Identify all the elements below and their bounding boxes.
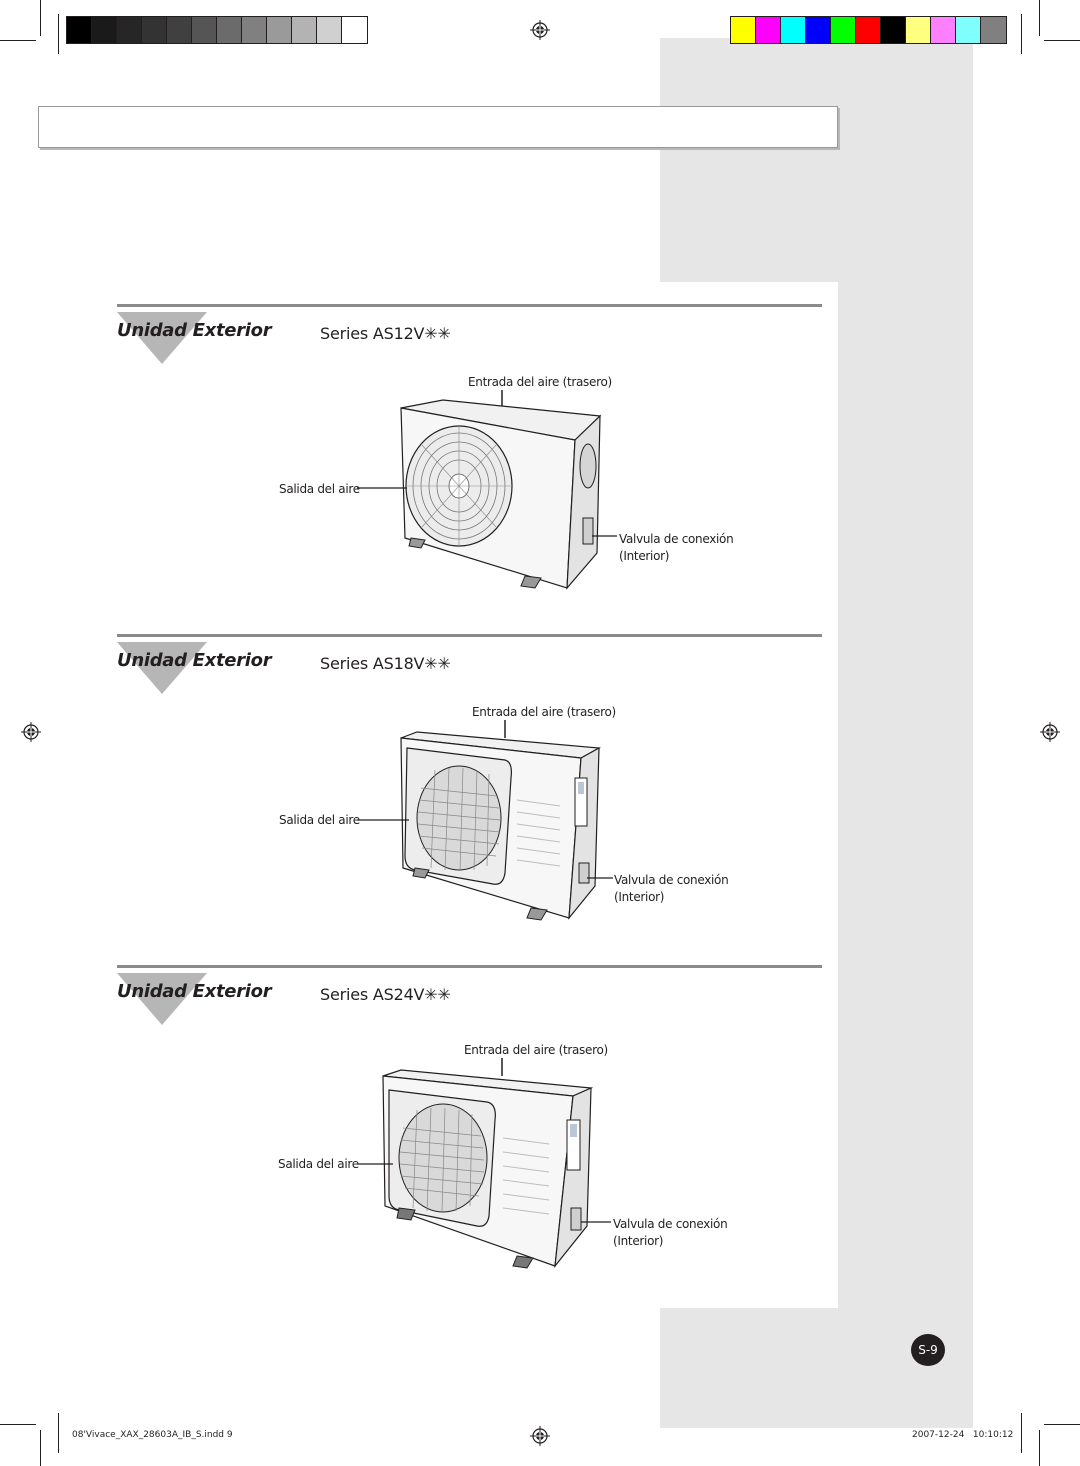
header-box (38, 106, 838, 148)
section-title: Unidad Exterior (117, 981, 272, 1002)
crop-mark-icon (1021, 1413, 1022, 1453)
calibration-swatch (192, 17, 217, 43)
series-label: Series AS18V✳✳ (320, 654, 451, 673)
valve-label: Valvula de conexión (Interior) (614, 873, 729, 904)
gray-calibration-bar (66, 16, 368, 44)
crop-mark-icon (1021, 14, 1022, 54)
section-triangle (117, 973, 207, 1025)
calibration-swatch (92, 17, 117, 43)
outdoor-unit-illustration (357, 390, 617, 590)
valve-label: Valvula de conexión (Interior) (613, 1217, 728, 1248)
calibration-swatch (217, 17, 242, 43)
calibration-swatch (906, 17, 931, 43)
air-inlet-label: Entrada del aire (trasero) (464, 1043, 608, 1057)
crop-mark-icon (40, 0, 41, 36)
crop-mark-icon (40, 1430, 41, 1466)
footer-timestamp: 2007-12-24 10:10:12 (912, 1430, 1014, 1440)
air-outlet-label: Salida del aire (279, 813, 360, 827)
calibration-swatch (67, 17, 92, 43)
crop-mark-icon (58, 14, 59, 54)
crop-mark-icon (1044, 40, 1080, 41)
section-divider (117, 304, 822, 307)
side-panel (838, 38, 973, 1428)
calibration-swatch (831, 17, 856, 43)
valve-label: Valvula de conexión (Interior) (619, 532, 734, 563)
registration-mark-icon (530, 20, 550, 40)
footer-filename: 08'Vivace_XAX_28603A_IB_S.indd 9 (72, 1430, 233, 1440)
calibration-swatch (956, 17, 981, 43)
calibration-swatch (342, 17, 367, 43)
section-title: Unidad Exterior (117, 320, 272, 341)
calibration-swatch (881, 17, 906, 43)
crop-mark-icon (0, 40, 36, 41)
calibration-swatch (117, 17, 142, 43)
color-calibration-bar (730, 16, 1007, 44)
air-outlet-label: Salida del aire (279, 482, 360, 496)
calibration-swatch (317, 17, 342, 43)
calibration-swatch (981, 17, 1006, 43)
section-triangle (117, 312, 207, 364)
calibration-swatch (167, 17, 192, 43)
calibration-swatch (781, 17, 806, 43)
calibration-swatch (267, 17, 292, 43)
calibration-swatch (731, 17, 756, 43)
series-label: Series AS12V✳✳ (320, 324, 451, 343)
air-outlet-label: Salida del aire (278, 1157, 359, 1171)
outdoor-unit-illustration (357, 1058, 611, 1269)
air-inlet-label: Entrada del aire (trasero) (468, 375, 612, 389)
section-divider (117, 965, 822, 968)
registration-mark-icon (530, 1426, 550, 1446)
calibration-swatch (142, 17, 167, 43)
registration-mark-icon (1040, 722, 1060, 742)
air-inlet-label: Entrada del aire (trasero) (472, 705, 616, 719)
page-number-badge: S-9 (911, 1334, 945, 1366)
crop-mark-icon (1044, 1424, 1080, 1425)
crop-mark-icon (1039, 0, 1040, 36)
series-label: Series AS24V✳✳ (320, 985, 451, 1004)
calibration-swatch (292, 17, 317, 43)
crop-mark-icon (0, 1424, 36, 1425)
side-panel (660, 1308, 973, 1428)
calibration-swatch (806, 17, 831, 43)
section-divider (117, 634, 822, 637)
section-title: Unidad Exterior (117, 650, 272, 671)
calibration-swatch (856, 17, 881, 43)
section-triangle (117, 642, 207, 694)
registration-mark-icon (21, 722, 41, 742)
calibration-swatch (931, 17, 956, 43)
crop-mark-icon (1039, 1430, 1040, 1466)
crop-mark-icon (58, 1413, 59, 1453)
calibration-swatch (242, 17, 267, 43)
calibration-swatch (756, 17, 781, 43)
outdoor-unit-illustration (357, 720, 613, 921)
